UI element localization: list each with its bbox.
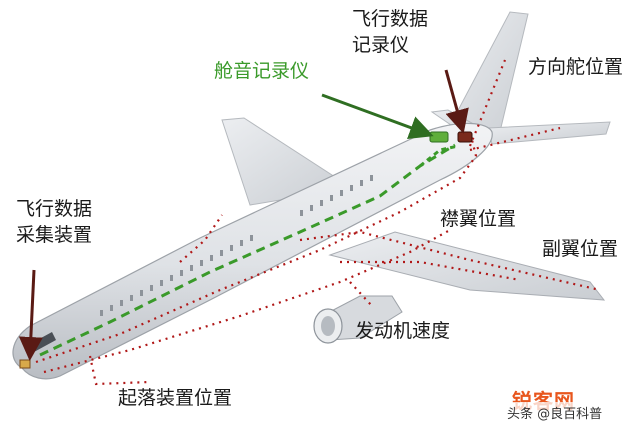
label-rudder-position: 方向舵位置 <box>528 56 624 78</box>
label-landing-gear-position: 起落装置位置 <box>118 387 233 409</box>
cvr-arrow <box>321 93 434 140</box>
label-cockpit-voice-recorder: 舱音记录仪 <box>214 60 310 82</box>
fdr-arrow <box>444 69 469 134</box>
fdau-arrow <box>18 269 43 361</box>
source-credit: 头条 @良百科普 <box>504 402 606 423</box>
label-line: 飞行数据 <box>352 8 429 30</box>
right-horizontal-stabilizer <box>487 121 611 145</box>
label-aileron-position: 副翼位置 <box>542 238 619 260</box>
window-row <box>100 175 373 316</box>
fdr-marker <box>457 131 473 143</box>
engine-nacelle <box>313 295 403 344</box>
label-line: 采集装置 <box>16 224 93 246</box>
label-line: 飞行数据 <box>16 198 93 220</box>
label-flap-position: 襟翼位置 <box>440 208 517 230</box>
fuselage <box>12 122 493 380</box>
cvr-marker <box>429 131 449 143</box>
fdr-wiring <box>35 59 601 386</box>
fdau-marker <box>19 359 31 369</box>
label-flight-data-acquisition-unit: 飞行数据 采集装置 <box>16 196 92 248</box>
label-flight-data-recorder: 飞行数据 记录仪 <box>352 6 428 58</box>
label-line: 记录仪 <box>352 34 410 56</box>
label-engine-speed: 发动机速度 <box>355 320 451 342</box>
near-wing <box>328 231 606 301</box>
